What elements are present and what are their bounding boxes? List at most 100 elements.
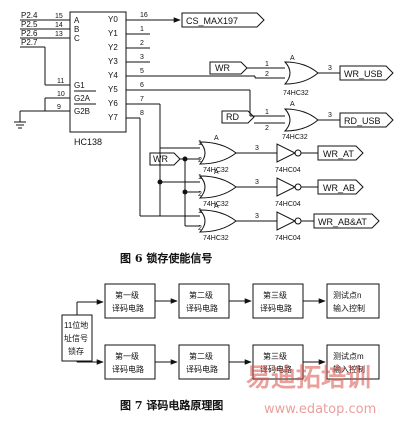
out-y3: Y3 [108, 57, 118, 66]
or1-pin-2: 2 [265, 71, 269, 78]
wr-label-top: WR [215, 63, 230, 73]
pin-5: 5 [140, 68, 144, 75]
out-y6: Y6 [108, 99, 118, 108]
stage1-bottom-l2: 译码电路 [112, 364, 144, 374]
or3-chip: 74HC32 [203, 167, 229, 174]
junction-dot-2 [182, 189, 188, 195]
pin-1: 1 [140, 26, 144, 33]
or-gate-rd-usb [283, 108, 319, 132]
stage2-top-l2: 译码电路 [186, 303, 218, 313]
pin-8: 8 [140, 110, 144, 117]
pin-13: 13 [55, 31, 63, 38]
hc138-label: HC138 [74, 137, 102, 147]
pin-11: 11 [57, 78, 64, 85]
port-a: A [74, 16, 80, 25]
or1-pin-a: A [290, 55, 295, 62]
or2-pin-3: 3 [328, 112, 332, 119]
gate-row-wr-ab: A 1 2 74HC32 3 74HC04 WR_AB [198, 169, 364, 208]
wr-ab-label: WR_AB [323, 183, 355, 193]
stage3-bottom-l2: 译码电路 [260, 364, 292, 374]
decode-chain-bottom: 第一级 译码电路 第二级 译码电路 第三级 译码电路 测试点m 输入控制 [104, 344, 380, 380]
cs-max197-tag [181, 12, 265, 28]
out-y7: Y7 [108, 113, 118, 122]
wr-at-tag [317, 145, 364, 161]
or-gate-wr-ab [198, 175, 237, 199]
or3-pin-2: 2 [198, 157, 202, 164]
or-gate-wr-at [198, 141, 237, 165]
hc138-chip [69, 11, 127, 133]
input-label-p26: P2.6 [21, 29, 38, 38]
rd-label: RD [226, 112, 239, 122]
label-g1: G1 [74, 81, 85, 90]
pin-2: 2 [140, 40, 144, 47]
figure-6: HC138 P2.4 P2.5 P2.6 P2.7 15 14 13 A B C [14, 11, 394, 242]
or-gate-wr-usb [283, 61, 319, 85]
wr-tag-top [209, 61, 248, 75]
out-y2: Y2 [108, 43, 118, 52]
or4-pin-a: A [214, 169, 219, 176]
stage3-top-l1: 第三级 [263, 290, 287, 300]
out-y1: Y1 [108, 29, 118, 38]
testpoint-n-l1: 测试点n [333, 290, 361, 300]
cs-max197-label: CS_MAX197 [186, 16, 238, 26]
out-y0: Y0 [108, 15, 118, 24]
or5-pin-3: 3 [255, 213, 259, 220]
or4-pin-3: 3 [255, 179, 259, 186]
testpoint-m-l2: 输入控制 [333, 364, 365, 374]
or2-pin-1: 1 [265, 109, 269, 116]
junction-dot-1 [182, 156, 188, 162]
figure-7: 11位地 址信号 锁存 第一级 译码电路 第二级 译码电路 第三级 译码电路 测… [61, 283, 380, 380]
label-g2a: G2A [74, 94, 91, 103]
or4-pin-1: 1 [198, 174, 202, 181]
or4-pin-2: 2 [198, 191, 202, 198]
out-y4: Y4 [108, 71, 118, 80]
stage3-top-l2: 译码电路 [260, 303, 292, 313]
junction-dot-3 [157, 179, 163, 185]
wr-at-label: WR_AT [323, 149, 354, 159]
inverter-wr-ab [276, 177, 297, 197]
watermark-url: www.edatop.com [264, 402, 376, 417]
pin-14: 14 [55, 22, 63, 29]
or5-pin-a: A [214, 203, 219, 210]
or5-pin-2: 2 [198, 225, 202, 232]
gate-row-wr-at: A 1 2 74HC32 3 74HC04 WR_AT [198, 135, 364, 174]
decoder-inputs: P2.4 P2.5 P2.6 P2.7 15 14 13 A B C [20, 11, 80, 86]
wr-ab-tag [317, 179, 364, 195]
pin-7: 7 [140, 96, 144, 103]
stage1-top-l1: 第一级 [115, 290, 139, 300]
or1-pin-3: 3 [328, 65, 332, 72]
pin-16: 16 [140, 12, 148, 19]
stage2-bottom-l1: 第二级 [189, 351, 213, 361]
not1-chip: 74HC04 [275, 167, 301, 174]
out-y5: Y5 [108, 85, 118, 94]
label-g2b: G2B [74, 107, 90, 116]
or3-pin-1: 1 [198, 140, 202, 147]
testpoint-m [326, 344, 380, 380]
or2-pin-a: A [290, 101, 295, 108]
wr-abat-tag [313, 213, 380, 229]
pin-10: 10 [57, 91, 65, 98]
wr-usb-tag [339, 65, 394, 81]
latch-line-2: 址信号 [64, 333, 88, 343]
pin-9: 9 [57, 104, 61, 111]
pin-15: 15 [55, 13, 63, 20]
port-c: C [74, 34, 80, 43]
latch-line-3: 锁存 [68, 346, 84, 356]
or3-pin-3: 3 [255, 145, 259, 152]
wr-usb-label: WR_USB [344, 69, 383, 79]
decode-chain-top: 第一级 译码电路 第二级 译码电路 第三级 译码电路 测试点n 输入控制 [104, 283, 380, 319]
figure-7-caption: 图 7 译码电路原理图 [120, 398, 223, 412]
rd-usb-tag [339, 112, 394, 128]
inverter-wr-abat [276, 211, 297, 231]
or1-chip: 74HC32 [283, 90, 309, 97]
not3-chip: 74HC04 [275, 235, 301, 242]
stage3-bottom-l1: 第三级 [263, 351, 287, 361]
or2-pin-2: 2 [265, 125, 269, 132]
stage2-top-l1: 第二级 [189, 290, 213, 300]
pin-6: 6 [140, 82, 144, 89]
pin-3: 3 [140, 54, 144, 61]
inverter-wr-at [276, 143, 297, 163]
or2-chip: 74HC32 [282, 134, 308, 141]
stage1-bottom-l1: 第一级 [115, 351, 139, 361]
